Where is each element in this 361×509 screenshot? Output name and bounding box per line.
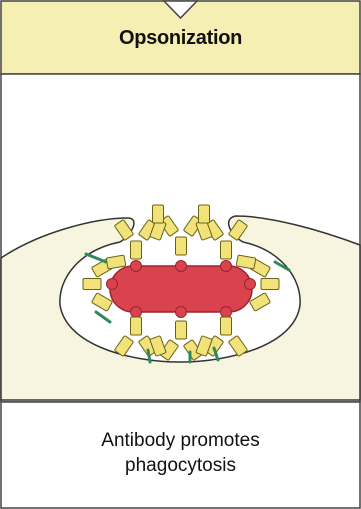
rod-bacterium-icon (110, 266, 252, 312)
antigen-site (107, 279, 118, 290)
antigen-site (176, 307, 187, 318)
antibody-arm (221, 241, 232, 259)
antibody-arm (261, 279, 279, 290)
fc-receptor-icon (148, 350, 150, 362)
antigen-site (131, 307, 142, 318)
antibody-arm (83, 279, 101, 290)
antigen-site (221, 261, 232, 272)
antibody-arm (131, 241, 142, 259)
caption-line-2: phagocytosis (0, 453, 361, 478)
antibody-arm (176, 237, 187, 255)
caption: Antibody promotes phagocytosis (0, 428, 361, 478)
antibody-arm (153, 205, 164, 223)
antibody-arm (176, 321, 187, 339)
caption-line-1: Antibody promotes (0, 428, 361, 453)
antibody-arm (199, 205, 210, 223)
antigen-site (221, 307, 232, 318)
antibody-arm (221, 317, 232, 335)
antigen-site (131, 261, 142, 272)
antigen-site (176, 261, 187, 272)
panel-title: Opsonization (0, 27, 361, 50)
antigen-site (245, 279, 256, 290)
antibody-arm (131, 317, 142, 335)
